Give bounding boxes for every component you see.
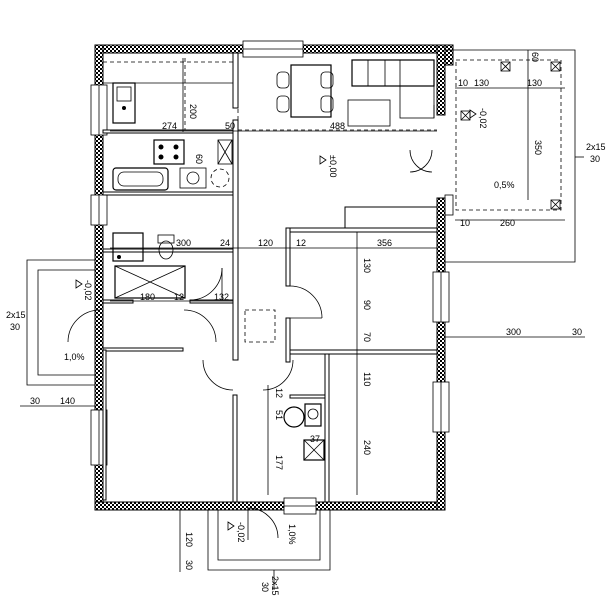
dim-132: 132	[214, 292, 229, 302]
dim-130c: 130	[362, 258, 372, 273]
dim-120a: 120	[258, 238, 273, 248]
dim-24: 24	[220, 238, 230, 248]
dim-30c: 30	[184, 560, 194, 570]
dim-70: 70	[362, 332, 372, 342]
exterior-walls	[94, 44, 454, 511]
level-left: -0,02	[83, 280, 93, 301]
bathroom-fixtures	[112, 167, 230, 191]
dim-130a: 130	[474, 78, 489, 88]
dim-12a: 12	[296, 238, 306, 248]
dim-60b: 60	[530, 52, 540, 62]
level-main: ±0,00	[328, 155, 338, 177]
step-right-count: 2x15	[586, 142, 606, 152]
dim-60: 60	[194, 154, 204, 164]
dim-10a: 10	[458, 78, 468, 88]
level-markers	[75, 109, 477, 531]
level-bottom: -0,02	[236, 522, 246, 543]
dim-51: 51	[274, 410, 284, 420]
dim-274: 274	[162, 121, 177, 131]
wc-fixtures	[112, 232, 186, 299]
dim-140: 140	[60, 396, 75, 406]
dim-130b: 130	[527, 78, 542, 88]
level-texts: ±0,00 -0,02 -0,02 -0,02 0,5% 1,0% 1,0% 2…	[6, 108, 606, 596]
dim-12c: 12	[274, 388, 284, 398]
step-left-depth: 30	[10, 322, 20, 332]
dim-177: 177	[274, 455, 284, 470]
dim-260: 260	[500, 218, 515, 228]
dim-12b: 12	[174, 292, 184, 302]
dining-set	[276, 64, 334, 118]
dim-10b: 10	[460, 218, 470, 228]
kitchen-fixtures	[103, 82, 233, 165]
windows	[90, 40, 450, 515]
step-bottom-count: 2x15	[270, 576, 280, 596]
dim-300a: 300	[176, 238, 191, 248]
sofa	[347, 59, 435, 127]
step-right-depth: 30	[590, 154, 600, 164]
dashed-outlines	[103, 58, 437, 355]
slope-left: 1,0%	[64, 352, 85, 362]
dim-356: 356	[377, 238, 392, 248]
dim-300b: 300	[506, 327, 521, 337]
dim-30a: 30	[572, 327, 582, 337]
dimension-texts: 200 274 50 488 60 130 130 10 350 10 260 …	[30, 52, 582, 570]
interior-walls	[102, 52, 438, 503]
dim-120b: 120	[184, 532, 194, 547]
dim-90: 90	[362, 300, 372, 310]
step-bottom-depth: 30	[260, 582, 270, 592]
dim-180: 180	[140, 292, 155, 302]
terrace	[444, 49, 584, 263]
dim-30b: 30	[30, 396, 40, 406]
level-terrace: -0,02	[478, 108, 488, 129]
left-entrance	[26, 259, 95, 386]
dim-50: 50	[225, 121, 235, 131]
dimension-lines	[20, 50, 585, 590]
dim-350: 350	[533, 140, 543, 155]
dim-37: 37	[310, 434, 320, 444]
step-left-count: 2x15	[6, 310, 26, 320]
slope-bottom: 1,0%	[287, 524, 297, 545]
dim-240: 240	[362, 440, 372, 455]
laundry-fixtures	[283, 403, 325, 461]
bottom-entrance	[207, 510, 331, 571]
dim-110: 110	[362, 372, 372, 386]
dim-200: 200	[188, 104, 198, 119]
dim-488: 488	[330, 121, 345, 131]
slope-terrace: 0,5%	[494, 180, 515, 190]
